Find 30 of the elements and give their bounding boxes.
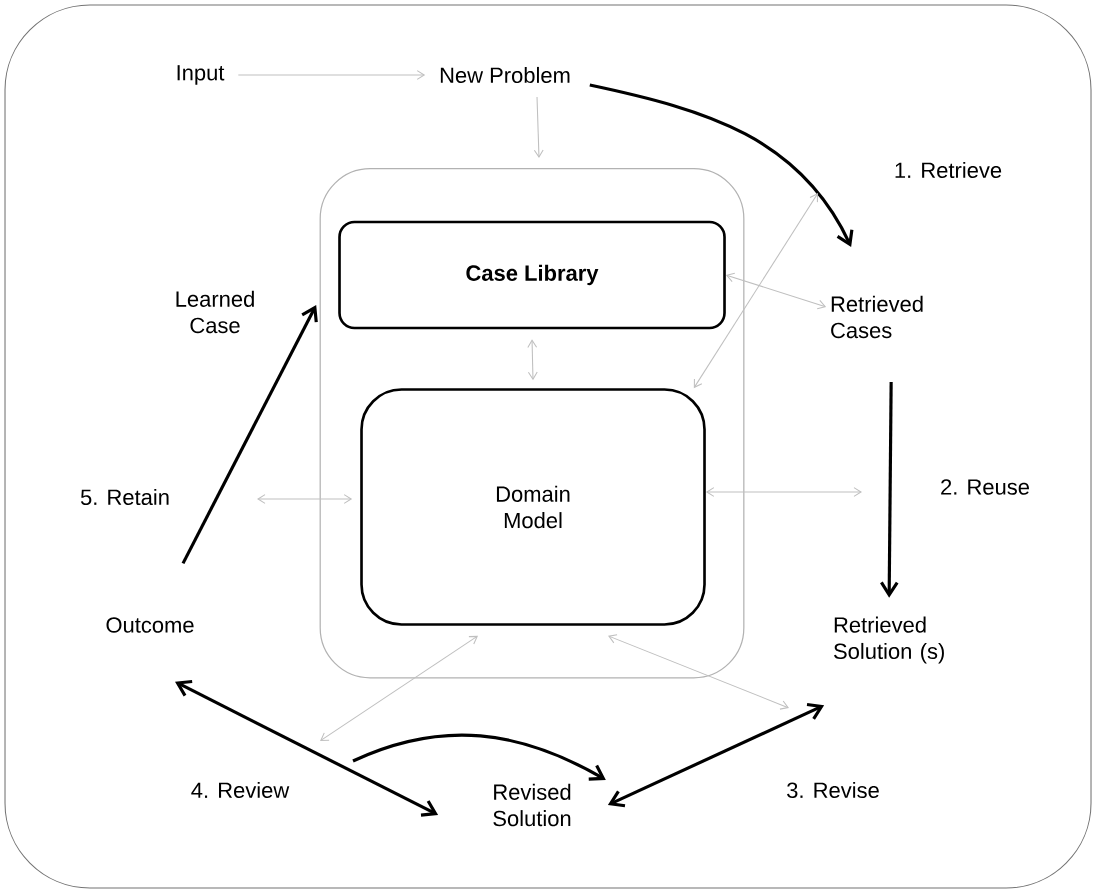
- container-box: [319, 168, 745, 679]
- process-box: Domain Model: [360, 388, 706, 626]
- arrow: [693, 193, 818, 389]
- arrow: [527, 339, 538, 381]
- arrow: [320, 635, 478, 741]
- arrow: [705, 487, 862, 497]
- arrow: [257, 494, 353, 504]
- node-text: New Problem: [440, 66, 570, 84]
- arrow: [533, 96, 544, 159]
- node-text: Outcome: [106, 617, 194, 633]
- arrow: [181, 305, 318, 565]
- edge-label: 3. Revise: [782, 778, 884, 802]
- arrow: [725, 272, 827, 310]
- node-text: Revised Solution: [493, 783, 571, 827]
- arrow: [607, 702, 825, 808]
- edge-label: 5. Retain: [76, 485, 174, 509]
- arrow: [589, 83, 854, 247]
- node-text: Input: [177, 65, 225, 85]
- arrow: [880, 382, 899, 598]
- text-label: Learned Case: [176, 290, 254, 334]
- process-box: Case Library: [338, 220, 726, 330]
- node-text: Retrieved Cases: [831, 295, 923, 339]
- node-text: Retrieved Solution (s): [834, 616, 944, 664]
- arrow: [175, 679, 439, 817]
- arrow: [237, 70, 426, 80]
- arrow: [352, 733, 606, 781]
- edge-label: 1. Retrieve: [890, 158, 1006, 182]
- arrow: [608, 634, 789, 710]
- edge-label: 4. Review: [187, 778, 293, 802]
- edge-label: 2. Reuse: [936, 475, 1034, 499]
